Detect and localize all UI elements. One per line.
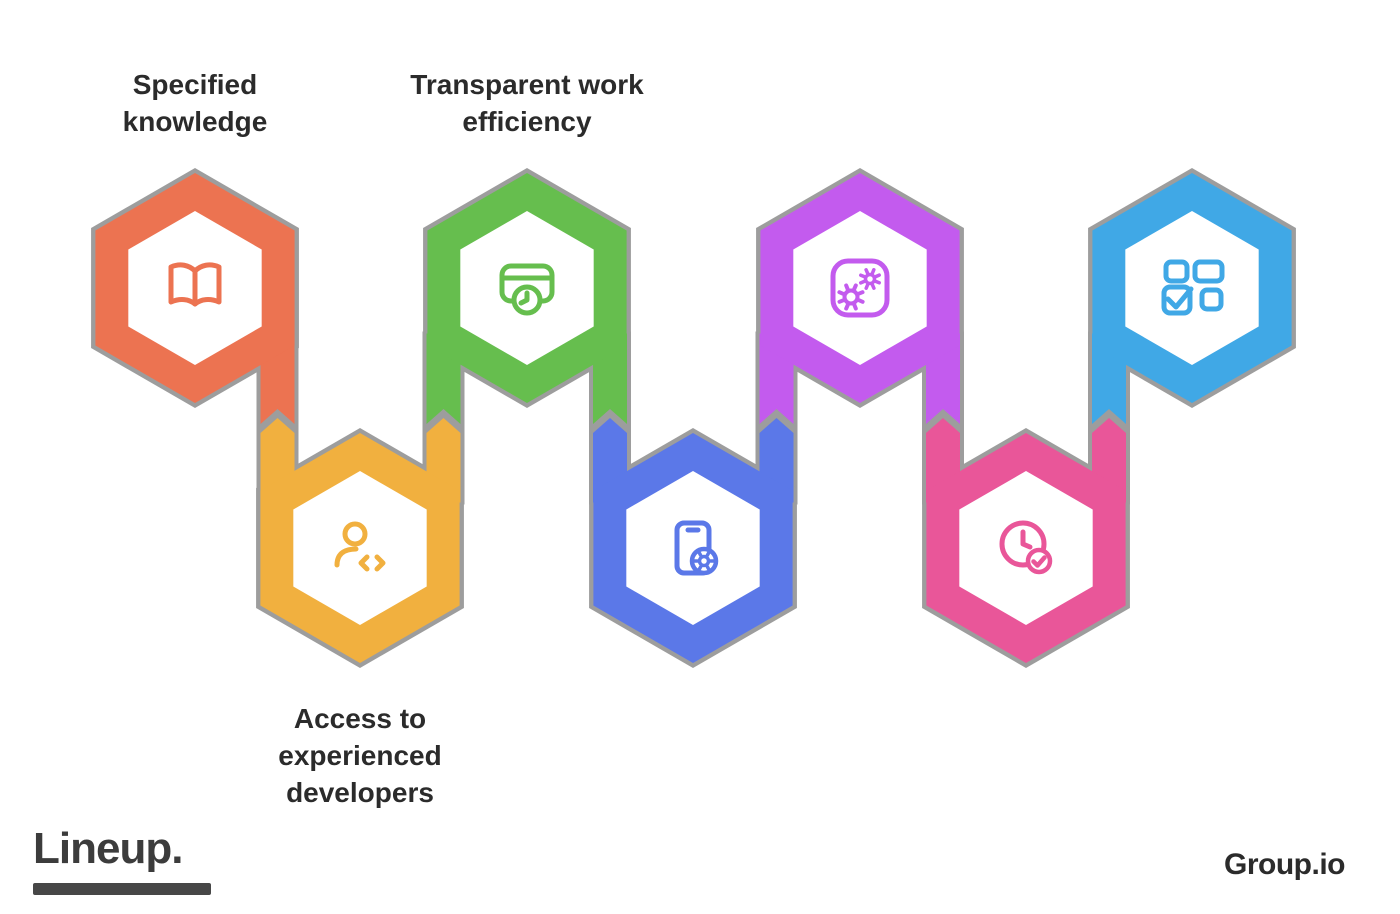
hex-4-inner — [626, 471, 760, 625]
logo-right-wordmark: Group.io — [1224, 848, 1345, 881]
clock-check-icon — [999, 520, 1053, 575]
hex-2-inner — [293, 471, 427, 625]
logo-left: Lineup. — [33, 824, 211, 895]
timecard-clock-icon — [499, 263, 555, 316]
logo-left-wordmark: Lineup. — [33, 824, 183, 873]
task-grid-check-icon — [1161, 259, 1225, 316]
hex-5-inner — [793, 211, 927, 365]
developer-code-icon — [334, 521, 386, 572]
logo-tagline-bar — [33, 883, 211, 895]
double-gears-icon — [830, 258, 890, 318]
phone-gear-icon — [674, 520, 719, 576]
open-book-icon — [168, 262, 222, 307]
